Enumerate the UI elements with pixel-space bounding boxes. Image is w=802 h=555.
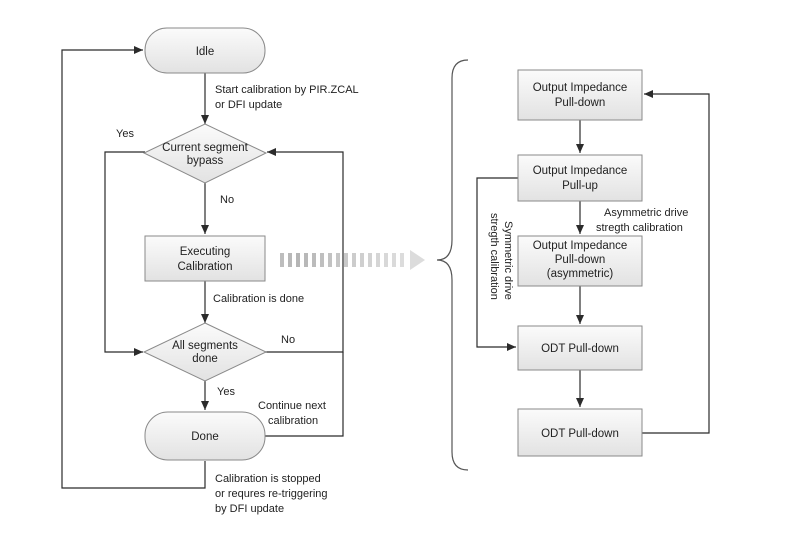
out-pd-asym-label-line-2: Pull-down [555, 254, 606, 266]
odt-pd-1-label: ODT Pull-down [541, 343, 619, 355]
odt-pd-2-label: ODT Pull-down [541, 428, 619, 440]
executing-calibration-node: Executing Calibration [144, 235, 266, 282]
out-pu-label-line-1: Output Impedance [533, 165, 628, 177]
all-done-label-line-1: All segments [172, 340, 238, 352]
all-done-yes-label: Yes [217, 386, 235, 398]
start-calibration-label-line-2: or DFI update [215, 99, 282, 111]
sym-label-line-2: stregth calibration [488, 213, 500, 300]
left-connectors [61, 46, 344, 489]
bypass-label-line-2: bypass [187, 155, 224, 167]
output-impedance-pull-down-node: Output Impedance Pull-down [517, 69, 643, 121]
right-edge-labels: Asymmetric drive stregth calibration Sym… [488, 207, 688, 300]
bypass-no-label: No [220, 194, 234, 206]
out-pd-asym-label-line-3: (asymmetric) [547, 268, 614, 280]
out-pd-label-line-2: Pull-down [555, 97, 606, 109]
idle-node: Idle [144, 27, 266, 74]
sym-label-line-1: Symmetric drive [502, 221, 514, 300]
done-node: Done [144, 411, 266, 461]
curly-brace [436, 59, 469, 471]
out-pu-label-line-2: Pull-up [562, 180, 598, 192]
start-calibration-label-line-1: Start calibration by PIR.ZCAL [215, 84, 359, 96]
idle-label: Idle [196, 46, 215, 58]
right-connectors [476, 90, 710, 434]
all-segments-done-decision: All segments done [142, 322, 268, 382]
calibration-done-label: Calibration is done [213, 293, 304, 305]
executing-label-line-1: Executing [180, 246, 231, 258]
done-label: Done [191, 431, 219, 443]
stopped-label-line-1: Calibration is stopped [215, 473, 321, 485]
out-pd-asym-label-line-1: Output Impedance [533, 240, 628, 252]
all-done-no-label: No [281, 334, 295, 346]
stopped-label-line-2: or requres re-triggering [215, 488, 328, 500]
bypass-label-line-1: Current segment [162, 142, 248, 154]
asym-label-line-1: Asymmetric drive [604, 207, 688, 219]
expansion-arrow [280, 250, 425, 270]
output-impedance-pull-up-node: Output Impedance Pull-up [517, 154, 643, 202]
continue-label-line-1: Continue next [258, 400, 326, 412]
bypass-yes-label: Yes [116, 128, 134, 140]
current-segment-bypass-decision: Current segment bypass [142, 123, 268, 184]
executing-label-line-2: Calibration [178, 261, 233, 273]
output-impedance-pull-down-asymmetric-node: Output Impedance Pull-down (asymmetric) [517, 235, 643, 287]
out-pd-label-line-1: Output Impedance [533, 82, 628, 94]
odt-pull-down-node-2: ODT Pull-down [517, 408, 643, 457]
asym-label-line-2: stregth calibration [596, 222, 683, 234]
all-done-label-line-2: done [192, 353, 218, 365]
continue-label-line-2: calibration [268, 415, 318, 427]
stopped-label-line-3: by DFI update [215, 503, 284, 515]
left-edge-labels: Start calibration by PIR.ZCAL or DFI upd… [116, 84, 359, 515]
odt-pull-down-node-1: ODT Pull-down [517, 325, 643, 371]
